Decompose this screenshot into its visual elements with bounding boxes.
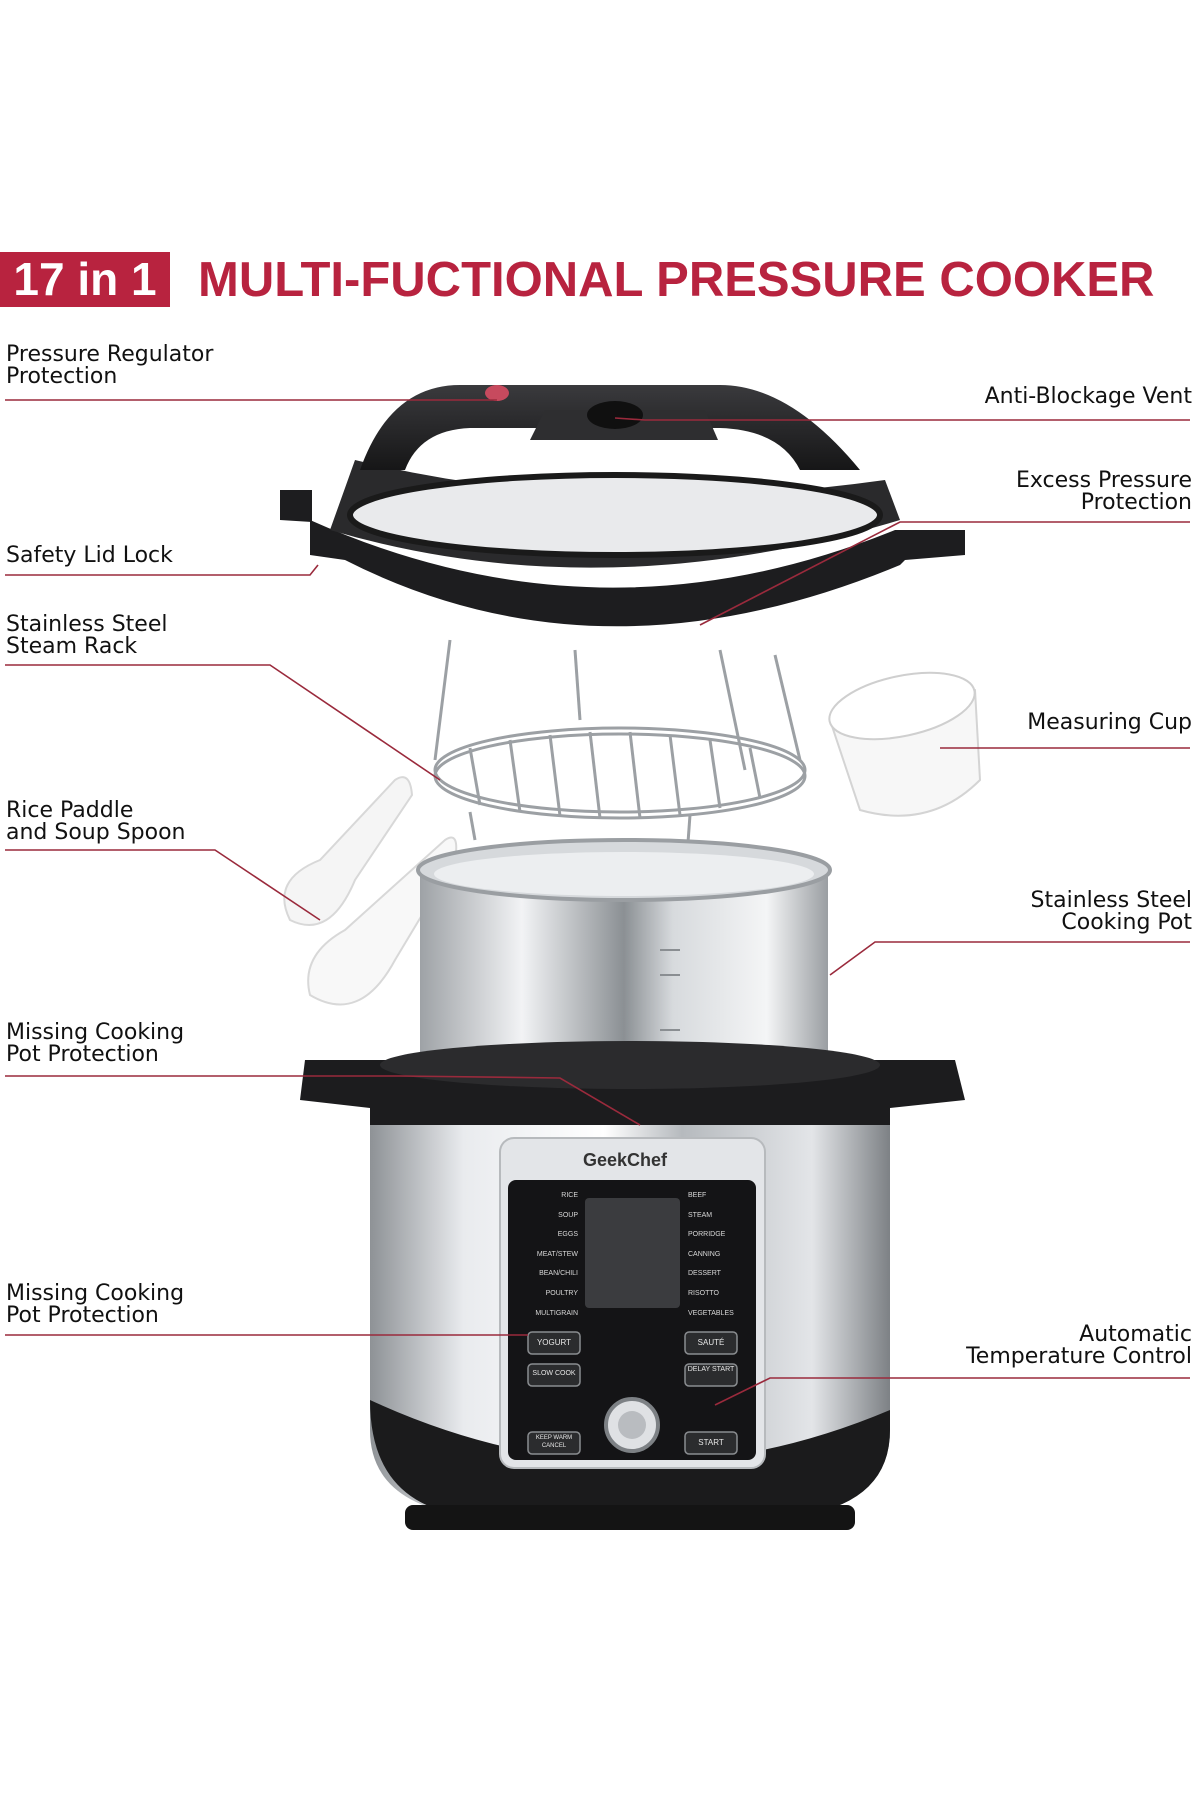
program-label: DESSERT xyxy=(688,1270,721,1278)
program-label: MEAT/STEW xyxy=(536,1250,578,1258)
lid xyxy=(280,385,965,627)
label-excess-pressure-protection: Excess Pressure Protection xyxy=(1015,468,1192,515)
start-button: START xyxy=(698,1438,724,1447)
control-panel xyxy=(499,1137,766,1469)
inner-cooking-pot xyxy=(416,838,832,1090)
label-pressure-regulator-protection: Pressure Regulator Protection xyxy=(6,342,214,389)
label-missing-cooking-pot-protection-2: Missing Cooking Pot Protection xyxy=(6,1281,185,1328)
left-program-list: RICE SOUP EGGS MEAT/STEW BEAN/CHILI POUL… xyxy=(512,1186,578,1323)
program-label: RISOTTO xyxy=(688,1289,719,1297)
label-anti-blockage-vent: Anti-Blockage Vent xyxy=(984,384,1192,409)
steam-rack xyxy=(433,639,807,871)
yogurt-button: YOGURT xyxy=(536,1338,572,1347)
label-automatic-temperature-control: Automatic Temperature Control xyxy=(966,1322,1192,1369)
program-label: POULTRY xyxy=(545,1289,578,1297)
program-label: STEAM xyxy=(688,1211,713,1219)
label-stainless-steel-cooking-pot: Stainless Steel Cooking Pot xyxy=(1030,888,1192,935)
saute-button: SAUTÉ xyxy=(697,1338,725,1347)
program-label: BEAN/CHILI xyxy=(539,1270,578,1278)
program-label: VEGETABLES xyxy=(688,1309,734,1317)
rice-paddle-and-spoon xyxy=(283,776,458,1006)
keep-warm-cancel-button: KEEP WARM CANCEL xyxy=(535,1435,573,1449)
program-label: BEEF xyxy=(688,1192,707,1199)
program-label: EGGS xyxy=(557,1231,578,1239)
label-measuring-cup: Measuring Cup xyxy=(1027,710,1192,735)
brand-logo: GeekChef xyxy=(583,1150,668,1170)
program-label: MULTIGRAIN xyxy=(535,1309,578,1317)
slow-cook-button: SLOW COOK xyxy=(532,1370,576,1377)
program-label: RICE xyxy=(561,1192,578,1199)
leader-lines xyxy=(5,399,1190,1406)
label-stainless-steel-steam-rack: Stainless Steel Steam Rack xyxy=(6,612,168,659)
program-label: CANNING xyxy=(688,1250,721,1258)
feature-count-badge: 17 in 1 xyxy=(0,252,170,307)
program-label: PORRIDGE xyxy=(688,1231,726,1239)
label-safety-lid-lock: Safety Lid Lock xyxy=(6,543,173,568)
delay-start-button: DELAY START xyxy=(687,1366,735,1373)
page-title: MULTI-FUCTIONAL PRESSURE COOKER xyxy=(198,253,1155,307)
label-missing-cooking-pot-protection-1: Missing Cooking Pot Protection xyxy=(6,1020,185,1067)
measuring-cup xyxy=(828,671,982,817)
right-program-list: BEEF STEAM PORRIDGE CANNING DESSERT RISO… xyxy=(688,1186,758,1323)
label-rice-paddle-and-soup-spoon: Rice Paddle and Soup Spoon xyxy=(6,798,186,845)
program-label: SOUP xyxy=(558,1211,578,1219)
